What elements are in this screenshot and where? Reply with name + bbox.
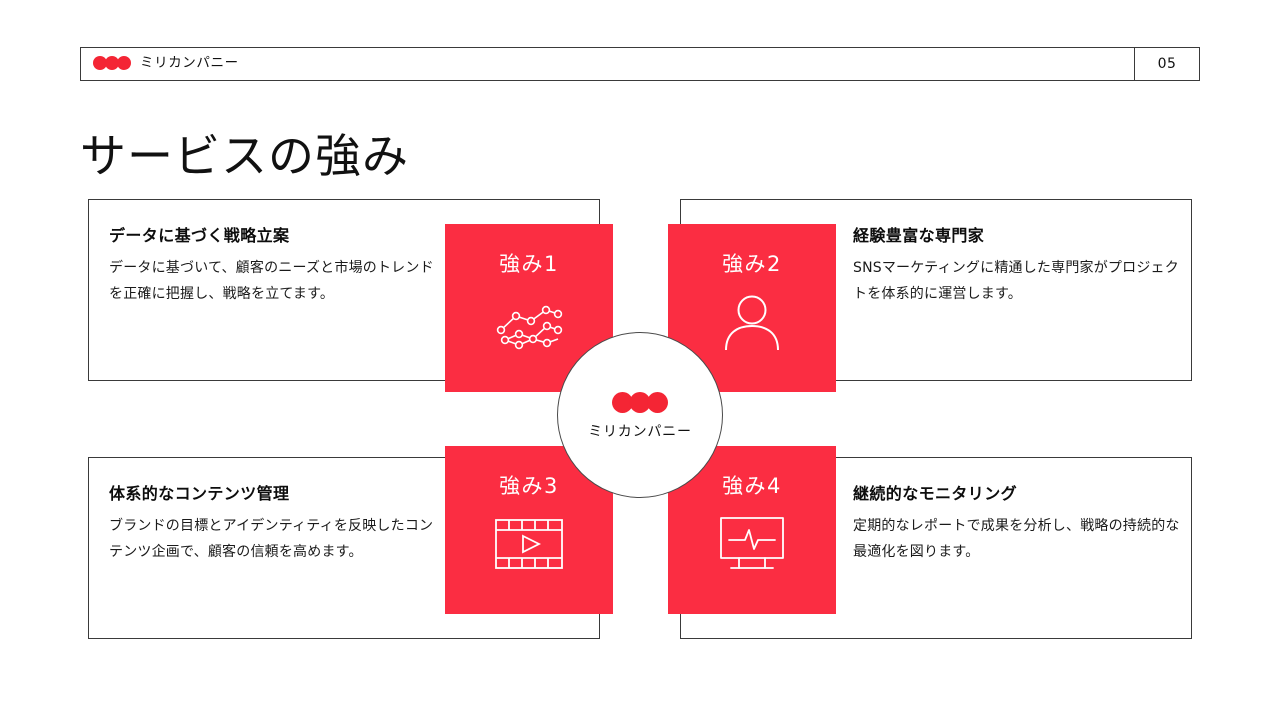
center-brand-name: ミリカンパニー [588,423,692,440]
strength-card-2-label: 強み2 [722,252,782,276]
strength-panel-2-desc: SNSマーケティングに精通した専門家がプロジェクトを体系的に運営します。 [853,260,1179,303]
strength-panel-3-desc: ブランドの目標とアイデンティティを反映したコンテンツ企画で、顧客の信頼を高めます… [109,518,434,561]
strength-card-3-label: 強み3 [499,474,559,498]
strength-panel-1-desc: データに基づいて、顧客のニーズと市場のトレンドを正確に把握し、戦略を立てます。 [109,260,434,303]
three-dots-logo-icon [612,391,668,417]
film-strip-play-icon [493,513,565,575]
page-number: 05 [1134,48,1199,80]
slide-header: ミリカンパニー 05 [80,47,1200,81]
strength-panel-4-desc: 定期的なレポートで成果を分析し、戦略の持続的な最適化を図ります。 [853,518,1180,561]
header-brand: ミリカンパニー [81,48,1134,80]
center-brand-badge: ミリカンパニー [557,332,723,498]
strength-panel-1-title: データに基づく戦略立案 [109,226,290,245]
monitor-pulse-icon [716,513,788,575]
strength-card-1-label: 強み1 [499,252,559,276]
header-brand-name: ミリカンパニー [140,55,239,72]
three-dots-logo-icon [93,55,131,74]
strength-panel-4-title: 継続的なモニタリング [853,484,1018,503]
page-title: サービスの強み [80,128,409,183]
person-icon [716,291,788,353]
network-line-chart-icon [493,291,565,353]
strength-card-4-label: 強み4 [722,474,782,498]
strength-panel-3-title: 体系的なコンテンツ管理 [109,484,290,503]
strength-panel-2-title: 経験豊富な専門家 [853,226,985,245]
